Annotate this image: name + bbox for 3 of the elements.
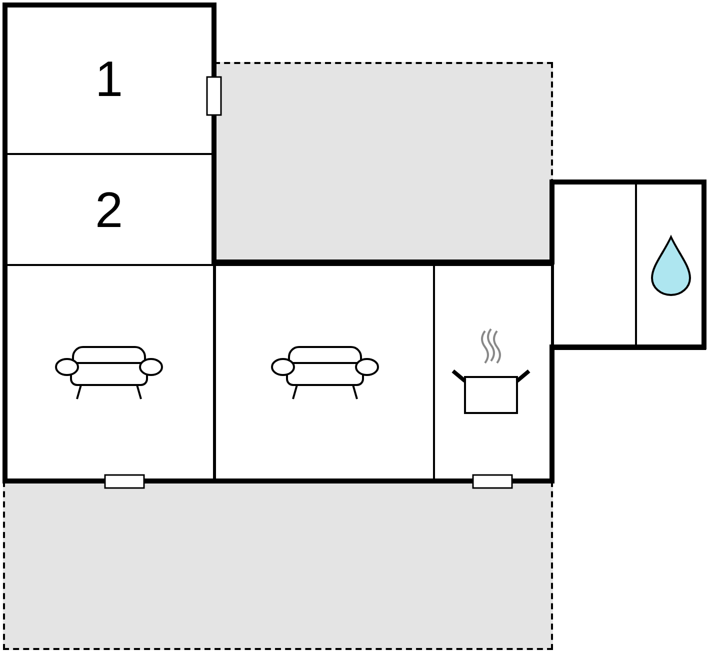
terrace-area xyxy=(3,481,553,650)
room-number: 1 xyxy=(95,50,123,108)
room-number: 2 xyxy=(95,180,123,238)
